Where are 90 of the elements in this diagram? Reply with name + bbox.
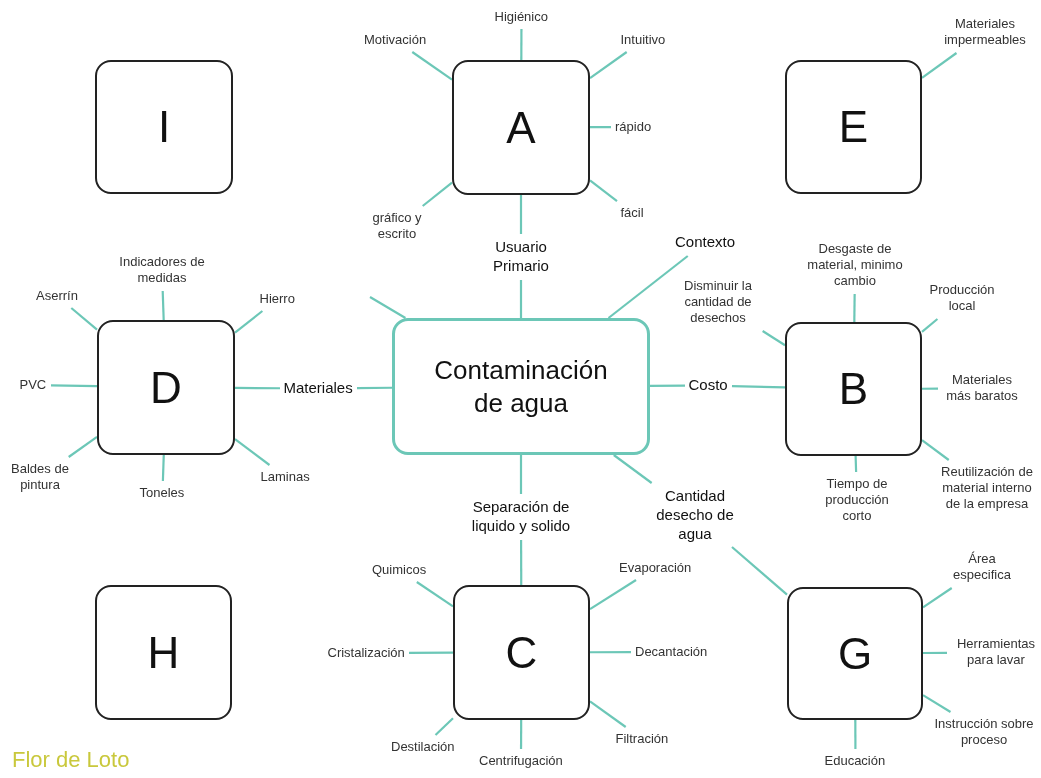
- connector-line: [409, 651, 453, 654]
- connector-line: [234, 438, 271, 466]
- idea-label: Herramientas para lavar: [951, 635, 1041, 668]
- connector-line: [51, 384, 98, 388]
- idea-label: fácil: [620, 205, 644, 222]
- branch-label: Separación de liquido y solido: [456, 498, 586, 536]
- connector-line: [519, 280, 523, 318]
- idea-label: Cristalización: [327, 645, 405, 662]
- branch-label: Cantidad desecho de agua: [650, 487, 740, 544]
- connector-line: [411, 51, 453, 81]
- idea-label: Motivación: [364, 32, 427, 49]
- idea-label: Baldes de pintura: [0, 460, 80, 493]
- idea-box: C: [453, 585, 590, 720]
- idea-label: Hierro: [259, 291, 295, 308]
- idea-box: E: [785, 60, 922, 194]
- connector-line: [357, 386, 392, 390]
- idea-box: G: [787, 587, 923, 720]
- idea-label: Centrifugación: [479, 753, 563, 770]
- branch-label: Materiales: [283, 378, 353, 398]
- connector-line: [762, 330, 786, 347]
- idea-label: Reutilización de material interno de la empresa: [937, 463, 1037, 513]
- connector-line: [921, 439, 950, 461]
- idea-label: Destilación: [391, 739, 455, 756]
- connector-line: [589, 700, 627, 728]
- connector-line: [519, 455, 523, 494]
- connector-line: [520, 540, 523, 585]
- connector-line: [589, 179, 618, 202]
- connector-line: [853, 294, 856, 322]
- idea-label: Materiales impermeables: [930, 15, 1040, 48]
- connector-line: [422, 181, 453, 207]
- connector-line: [854, 720, 857, 749]
- idea-label: Filtración: [615, 731, 669, 748]
- idea-box: B: [785, 322, 922, 456]
- idea-label: Instrucción sobre proceso: [934, 715, 1034, 748]
- connector-line: [921, 318, 939, 333]
- caption-text: Flor de Loto: [12, 747, 130, 773]
- idea-label: Indicadores de medidas: [107, 253, 217, 286]
- branch-label: Usuario Primario: [476, 238, 566, 276]
- connector-line: [854, 455, 858, 473]
- idea-label: Materiales más baratos: [942, 371, 1022, 404]
- connector-line: [520, 29, 523, 60]
- idea-label: Intuitivo: [620, 32, 666, 49]
- connector-line: [434, 717, 454, 736]
- connector-line: [589, 51, 628, 80]
- connector-line: [921, 52, 958, 79]
- connector-line: [590, 651, 631, 654]
- idea-box: D: [97, 320, 235, 455]
- connector-line: [235, 386, 280, 390]
- topic-box: Contaminación de agua: [392, 318, 650, 455]
- idea-label: rápido: [615, 119, 652, 136]
- connector-line: [369, 296, 406, 319]
- idea-box: I: [95, 60, 233, 194]
- branch-label: Costo: [688, 375, 728, 395]
- idea-box: H: [95, 585, 232, 720]
- idea-label: Decantación: [635, 644, 708, 661]
- idea-label: Producción local: [922, 281, 1002, 314]
- connector-line: [161, 290, 165, 321]
- connector-line: [922, 587, 953, 609]
- idea-box: A: [452, 60, 590, 195]
- idea-label: Evaporación: [619, 560, 692, 577]
- branch-label: Contexto: [675, 232, 736, 252]
- idea-label: Área especifica: [942, 550, 1022, 583]
- connector-line: [589, 579, 637, 611]
- idea-label: Laminas: [260, 469, 310, 486]
- connector-line: [731, 546, 788, 596]
- connector-line: [519, 195, 523, 234]
- idea-label: Higiénico: [494, 9, 548, 26]
- connector-line: [922, 694, 952, 713]
- connector-line: [234, 310, 264, 334]
- connector-line: [922, 387, 938, 390]
- connector-line: [613, 454, 653, 484]
- connector-line: [70, 307, 98, 331]
- connector-line: [923, 651, 947, 655]
- idea-label: Aserrín: [36, 288, 78, 305]
- connector-line: [590, 126, 611, 129]
- connector-line: [731, 384, 786, 389]
- connector-line: [650, 384, 685, 387]
- connector-line: [161, 454, 165, 482]
- idea-label: gráfico y escrito: [362, 209, 432, 242]
- idea-label: Desgaste de material, minimo cambio: [800, 240, 910, 290]
- connector-line: [519, 720, 523, 749]
- idea-label: Tiempo de producción corto: [812, 475, 902, 525]
- idea-label: Toneles: [139, 485, 185, 502]
- idea-label: Quimicos: [372, 562, 427, 579]
- connector-line: [68, 435, 98, 458]
- idea-label: Disminuir la cantidad de desechos: [673, 277, 763, 327]
- connector-line: [607, 255, 689, 319]
- idea-label: PVC: [19, 377, 47, 394]
- idea-label: Educación: [824, 753, 886, 770]
- connector-line: [416, 581, 454, 608]
